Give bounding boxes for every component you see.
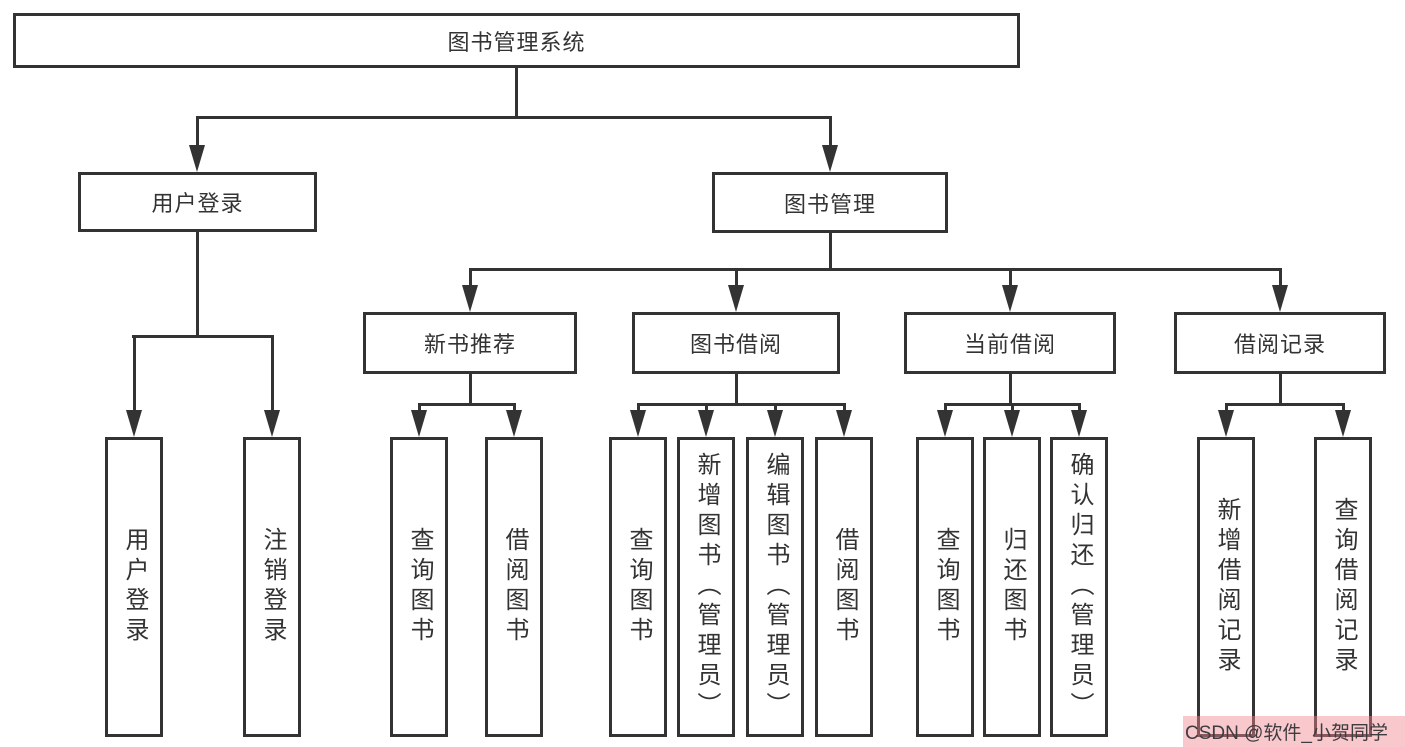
leaf-nb-query-books-label: 查询图书 (406, 527, 433, 647)
arrow-down-icon (1335, 410, 1351, 437)
node-user-login-label: 用户登录 (151, 191, 244, 216)
node-current-borrowing-label: 当前借阅 (963, 332, 1056, 357)
leaf-logout-login: 注销登录 (243, 437, 301, 737)
leaf-br-query-record: 查询借阅记录 (1314, 437, 1372, 737)
connector-to-book-mgmt (829, 117, 832, 150)
leaf-bb-add-books-admin: 新增图书（管理员） (677, 437, 735, 737)
leaf-bb-edit-books-admin: 编辑图书（管理员） (746, 437, 804, 737)
connector-leaf (1342, 403, 1345, 415)
arrow-down-icon (189, 145, 205, 172)
leaf-cb-query-books-label: 查询图书 (932, 527, 959, 647)
node-library-system-label: 图书管理系统 (447, 29, 586, 55)
leaf-bb-borrow-books: 借阅图书 (815, 437, 873, 737)
leaf-bb-borrow-books-label: 借阅图书 (831, 527, 858, 647)
connector-to-user-login (196, 117, 199, 150)
connector-leaf (637, 403, 640, 415)
connector-user-login-trunk (196, 232, 199, 338)
leaf-cb-query-books: 查询图书 (916, 437, 974, 737)
arrow-down-icon (411, 410, 427, 437)
connector-level2-bar (196, 116, 832, 119)
connector-book-mgmt-trunk (829, 233, 832, 271)
arrow-down-icon (836, 410, 852, 437)
node-borrowing-records-label: 借阅记录 (1233, 332, 1326, 357)
arrow-down-icon (698, 410, 714, 437)
node-new-book-recommend-label: 新书推荐 (423, 332, 516, 357)
arrow-down-icon (506, 410, 522, 437)
connector-new-books-trunk (469, 374, 472, 406)
leaf-br-query-record-label: 查询借阅记录 (1330, 497, 1357, 677)
arrow-down-icon (1004, 410, 1020, 437)
leaf-nb-borrow-books: 借阅图书 (485, 437, 543, 737)
connector-book-borrow-trunk (735, 374, 738, 406)
leaf-user-login: 用户登录 (105, 437, 163, 737)
node-library-system: 图书管理系统 (13, 13, 1020, 68)
node-new-book-recommend: 新书推荐 (363, 312, 577, 374)
arrow-down-icon (264, 410, 280, 437)
connector-to-leaf-user-login (133, 335, 136, 413)
arrow-down-icon (1002, 285, 1018, 312)
leaf-bb-edit-books-admin-label: 编辑图书（管理员） (762, 452, 789, 722)
connector-borrow-records-trunk (1279, 374, 1282, 406)
connector-leaf (1225, 403, 1228, 415)
leaf-nb-borrow-books-label: 借阅图书 (501, 527, 528, 647)
arrow-down-icon (1218, 410, 1234, 437)
arrow-down-icon (937, 410, 953, 437)
connector-to-book-borrow (735, 269, 738, 289)
leaf-bb-query-books-label: 查询图书 (625, 527, 652, 647)
arrow-down-icon (767, 410, 783, 437)
connector-level3-bar (469, 268, 1282, 271)
connector-borrow-records-bar (1225, 403, 1344, 406)
connector-leaf (944, 403, 947, 415)
connector-book-borrow-bar (637, 403, 846, 406)
arrow-down-icon (728, 285, 744, 312)
node-book-borrowing-label: 图书借阅 (689, 332, 782, 357)
connector-current-borrow-trunk (1009, 374, 1012, 406)
leaf-br-add-record: 新增借阅记录 (1197, 437, 1255, 737)
connector-new-books-bar (418, 403, 515, 406)
leaf-cb-return-books: 归还图书 (983, 437, 1041, 737)
connector-to-new-books (469, 269, 472, 289)
arrow-down-icon (126, 410, 142, 437)
connector-user-login-bar (132, 335, 273, 338)
connector-leaf (418, 403, 421, 415)
leaf-bb-query-books: 查询图书 (609, 437, 667, 737)
leaf-br-add-record-label: 新增借阅记录 (1213, 497, 1240, 677)
node-book-management-label: 图书管理 (783, 191, 876, 217)
node-borrowing-records: 借阅记录 (1174, 312, 1386, 374)
leaf-cb-confirm-return-admin: 确认归还（管理员） (1050, 437, 1108, 737)
arrow-down-icon (822, 145, 838, 172)
connector-leaf (843, 403, 846, 415)
connector-to-current-borrow (1009, 269, 1012, 289)
connector-leaf (1078, 403, 1081, 415)
arrow-down-icon (1272, 285, 1288, 312)
node-user-login: 用户登录 (78, 172, 317, 232)
connector-to-borrow-records (1279, 269, 1282, 289)
arrow-down-icon (462, 285, 478, 312)
leaf-user-login-label: 用户登录 (121, 527, 148, 647)
leaf-nb-query-books: 查询图书 (390, 437, 448, 737)
connector-leaf (1011, 403, 1014, 415)
arrow-down-icon (630, 410, 646, 437)
node-current-borrowing: 当前借阅 (904, 312, 1116, 374)
connector-to-leaf-logout (271, 335, 274, 413)
leaf-cb-return-books-label: 归还图书 (999, 527, 1026, 647)
node-book-borrowing: 图书借阅 (632, 312, 840, 374)
arrow-down-icon (1071, 410, 1087, 437)
leaf-cb-confirm-return-admin-label: 确认归还（管理员） (1066, 452, 1093, 722)
connector-leaf (774, 403, 777, 415)
watermark-text: CSDN @软件_小贺同学 (1185, 723, 1388, 744)
connector-leaf (705, 403, 708, 415)
connector-root-trunk (515, 68, 518, 118)
watermark: CSDN @软件_小贺同学 (1183, 716, 1405, 747)
connector-leaf (513, 403, 516, 415)
leaf-logout-login-label: 注销登录 (259, 527, 286, 647)
leaf-bb-add-books-admin-label: 新增图书（管理员） (693, 452, 720, 722)
node-book-management: 图书管理 (712, 172, 948, 233)
